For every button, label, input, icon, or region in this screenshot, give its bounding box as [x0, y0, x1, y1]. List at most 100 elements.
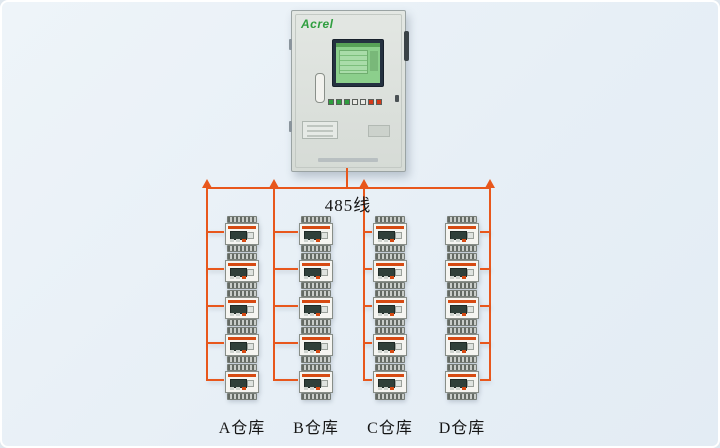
meter-device: [444, 290, 490, 326]
white-button-icon: [360, 99, 366, 105]
bus-stub-line: [274, 305, 298, 307]
meter-device: [274, 216, 334, 252]
meter-button-icon: [321, 380, 328, 387]
meter-device: [274, 290, 334, 326]
meter-device: [444, 216, 490, 252]
meter-button-icon: [395, 306, 402, 313]
meter-stripe: [448, 226, 476, 229]
meter-stripe: [302, 263, 330, 266]
control-cabinet: Acrel: [289, 10, 409, 172]
meter-device: [207, 327, 260, 363]
bus-stub-line: [274, 342, 298, 344]
meter-buttons: [378, 313, 382, 316]
meter-stripe: [228, 226, 256, 229]
meter-body: [445, 223, 479, 245]
meter-buttons: [304, 313, 308, 316]
terminal-strip-top: [447, 216, 477, 223]
meter-button-icon: [467, 269, 474, 276]
terminal-strip-bottom: [301, 245, 331, 252]
meter-button-icon: [247, 306, 254, 313]
meter-body: [299, 260, 333, 282]
meter-buttons: [304, 276, 308, 279]
meter-display: [230, 268, 247, 277]
terminal-strip-top: [375, 290, 405, 297]
meter-stripe: [228, 263, 256, 266]
meter-display: [378, 305, 395, 314]
feed-line-a: [206, 188, 208, 381]
bus-stub-line: [363, 342, 372, 344]
terminal-strip-bottom: [227, 282, 257, 289]
bus-label: 485线: [324, 196, 372, 215]
meter-buttons: [450, 387, 454, 390]
meter-stripe: [376, 300, 404, 303]
meter-buttons: [230, 387, 234, 390]
meter-stripe: [448, 263, 476, 266]
arrow-up-icon: [202, 179, 212, 188]
bus-stub-line: [480, 305, 490, 307]
meter-button-icon: [395, 269, 402, 276]
meter-display: [304, 379, 321, 388]
meter-body: [299, 223, 333, 245]
display-titlebar: [336, 43, 380, 47]
red-button-icon: [368, 99, 374, 105]
meter-body: [225, 334, 259, 356]
rs485-bus-line: [206, 187, 491, 189]
meter-display: [450, 305, 467, 314]
meter-display: [230, 231, 247, 240]
meter-button-icon: [247, 269, 254, 276]
indicator-capsule: [315, 73, 325, 103]
meter-device: [207, 290, 260, 326]
meter-device: [363, 327, 408, 363]
meter-body: [299, 371, 333, 393]
meter-button-icon: [321, 269, 328, 276]
meter-buttons: [378, 276, 382, 279]
meter-display: [304, 305, 321, 314]
cabinet-display: [332, 39, 384, 87]
terminal-strip-top: [301, 327, 331, 334]
meter-body: [373, 297, 407, 319]
meter-display: [378, 342, 395, 351]
display-chart: [339, 50, 368, 74]
meter-display: [230, 305, 247, 314]
meter-body: [225, 297, 259, 319]
meter-button-icon: [467, 306, 474, 313]
meter-buttons: [304, 350, 308, 353]
meter-device: [444, 327, 490, 363]
terminal-strip-top: [227, 216, 257, 223]
terminal-strip-bottom: [447, 245, 477, 252]
terminal-strip-top: [375, 364, 405, 371]
red-button-icon: [376, 99, 382, 105]
terminal-strip-top: [447, 290, 477, 297]
meter-body: [445, 260, 479, 282]
terminal-strip-bottom: [301, 356, 331, 363]
meter-display: [230, 379, 247, 388]
terminal-strip-bottom: [301, 393, 331, 400]
meter-button-icon: [395, 343, 402, 350]
bus-stub-line: [480, 342, 490, 344]
terminal-strip-top: [227, 327, 257, 334]
terminal-strip-bottom: [227, 245, 257, 252]
meter-stripe: [376, 263, 404, 266]
meter-buttons: [304, 387, 308, 390]
arrow-up-icon: [485, 179, 495, 188]
bus-stub-line: [207, 231, 224, 233]
cabinet-door: [295, 14, 402, 168]
meter-device: [274, 327, 334, 363]
terminal-strip-top: [227, 253, 257, 260]
brand-logo: Acrel: [301, 17, 334, 31]
terminal-strip-top: [375, 253, 405, 260]
bus-stub-line: [480, 231, 490, 233]
terminal-strip-bottom: [301, 319, 331, 326]
meter-device: [274, 364, 334, 400]
meter-buttons: [230, 239, 234, 242]
feed-line-d: [489, 188, 491, 381]
meter-stripe: [228, 337, 256, 340]
meter-stripe: [376, 374, 404, 377]
bus-stub-line: [207, 305, 224, 307]
terminal-strip-bottom: [447, 319, 477, 326]
meter-display: [450, 268, 467, 277]
meter-stripe: [302, 226, 330, 229]
meter-buttons: [378, 239, 382, 242]
meter-button-icon: [321, 306, 328, 313]
meter-body: [225, 371, 259, 393]
